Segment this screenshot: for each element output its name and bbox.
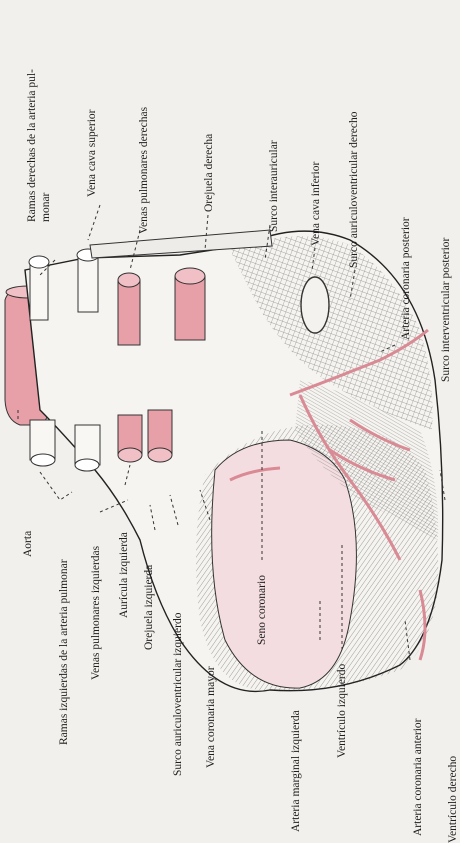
label-arteria-coronaria-posterior: Arteria coronaria posterior	[400, 217, 412, 340]
label-arteria-marginal-izquierda: Arteria marginal izquierda	[290, 710, 302, 832]
label-ramas-izquierdas: Ramas izquierdas de la arteria pulmonar	[58, 559, 70, 745]
label-orejuela-izquierda: Orejuela izquierda	[143, 565, 155, 650]
label-surco-av-derecho: Surco auriculoventricular derecho	[348, 112, 360, 268]
label-arteria-coronaria-anterior: Arteria coronaria anterior	[412, 719, 424, 837]
label-ventriculo-izquierdo: Ventrículo izquierdo	[336, 664, 348, 758]
label-surco-interventricular-posterior: Surco interventricular posterior	[440, 238, 452, 382]
label-seno-coronario: Seno coronario	[256, 575, 268, 645]
label-ventriculo-derecho: Ventrículo derecho	[447, 756, 459, 843]
label-ramas-derechas-1: Ramas derechas de la arteria pul-	[26, 69, 38, 222]
label-vena-cava-inferior: Vena cava inferior	[310, 162, 322, 246]
label-vena-coronaria-mayor: Vena coronaria mayor	[205, 666, 217, 768]
label-vena-cava-superior: Vena cava superior	[86, 110, 98, 198]
label-venas-pulmonares-derechas: Venas pulmonares derechas	[138, 107, 150, 234]
label-surco-interauricular: Surco interauricular	[268, 140, 280, 232]
label-venas-pulmonares-izquierdas: Venas pulmonares izquierdas	[90, 546, 102, 680]
label-aorta: Aorta	[22, 531, 34, 557]
label-surco-av-izquierdo: Surco auriculoventricular izquierdo	[172, 613, 184, 777]
label-auricula-izquierda: Aurícula izquierda	[118, 532, 130, 618]
label-orejuela-derecha: Orejuela derecha	[203, 134, 215, 212]
label-ramas-derechas-2: monar	[40, 193, 52, 222]
